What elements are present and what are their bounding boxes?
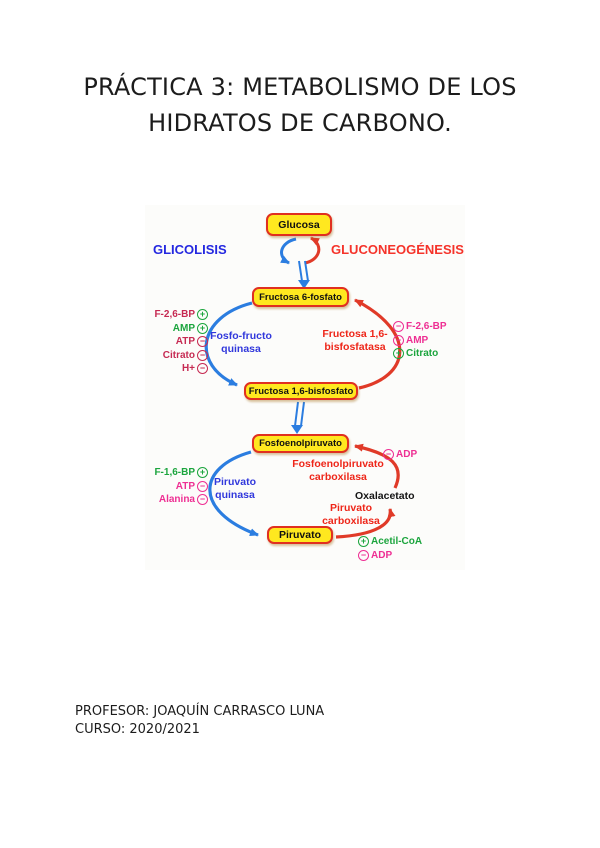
effector-row: H+ − [145, 362, 208, 376]
metabolite-box-fructosa-6-fosfato: Fructosa 6-fosfato [252, 287, 349, 307]
effector-row: + Citrato [393, 347, 447, 361]
page-title: PRÁCTICA 3: METABOLISMO DE LOS HIDRATOS … [0, 70, 600, 141]
plus-circle-icon: + [393, 348, 404, 360]
effector-row: F-1,6-BP + [145, 466, 208, 480]
metabolite-box-glucosa: Glucosa [266, 213, 332, 236]
page-title-line1: PRÁCTICA 3: METABOLISMO DE LOS [83, 73, 517, 101]
effector-label: Alanina [158, 494, 195, 506]
plus-circle-icon: + [197, 309, 208, 321]
minus-circle-icon: − [197, 494, 208, 506]
effector-row: Alanina − [145, 493, 208, 507]
fbpase-effector-list: − F-2,6-BP − AMP + Citrato [393, 320, 447, 361]
metabolite-box-piruvato: Piruvato [267, 526, 333, 544]
pathway-label-glicolisis: GLICOLISIS [153, 242, 227, 257]
minus-circle-icon: − [197, 336, 208, 348]
piruvato-to-oxalacetato-red-arc [335, 508, 396, 539]
f16bp-to-pep-arrowhead [291, 425, 303, 434]
enzyme-label-fosfofructo-quinasa: Fosfo-fructo quinasa [210, 330, 272, 355]
minus-circle-icon: − [383, 449, 394, 461]
effector-label: ATP [175, 336, 195, 348]
pepck-effector-list: − ADP [383, 448, 417, 462]
minus-circle-icon: − [197, 480, 208, 492]
minus-circle-icon: − [393, 321, 404, 333]
effector-label: AMP [172, 322, 195, 334]
effector-row: − AMP [393, 334, 447, 348]
effector-label: F-2,6-BP [154, 309, 195, 321]
page-footer: PROFESOR: JOAQUÍN CARRASCO LUNA CURSO: 2… [75, 703, 324, 738]
glucose-cycle-red-arrow [304, 236, 321, 265]
pk-blue-arc [208, 450, 259, 537]
pk-effector-list: F-1,6-BP + ATP − Alanina − [145, 466, 208, 507]
f16bp-to-pep-arrow-line [294, 401, 299, 427]
effector-row: ATP − [145, 335, 208, 349]
effector-row: Citrato − [145, 349, 208, 363]
effector-label: AMP [406, 334, 429, 346]
effector-row: ATP − [145, 480, 208, 494]
effector-label: F-1,6-BP [154, 467, 195, 479]
effector-label: ADP [371, 549, 393, 561]
effector-row: − F-2,6-BP [393, 320, 447, 334]
effector-label: ATP [175, 480, 195, 492]
minus-circle-icon: − [358, 549, 369, 561]
effector-row: F-2,6-BP + [145, 308, 208, 322]
enzyme-label-fructosa-bisfosfatasa: Fructosa 1,6-bisfosfatasa [322, 328, 388, 353]
footer-course: CURSO: 2020/2021 [75, 721, 200, 737]
enzyme-label-pep-carboxilasa: Fosfoenolpiruvato carboxilasa [292, 458, 384, 483]
footer-professor: PROFESOR: JOAQUÍN CARRASCO LUNA [75, 704, 325, 719]
effector-label: F-2,6-BP [406, 321, 447, 333]
oxalacetato-to-pep-red-arc [354, 443, 400, 489]
pfk-effector-list: F-2,6-BP + AMP + ATP − Citrato − H+ − [145, 308, 208, 376]
f16bp-to-pep-arrow-line [300, 401, 305, 427]
enzyme-label-piruvato-carboxilasa: Piruvato carboxilasa [322, 502, 380, 527]
plus-circle-icon: + [197, 467, 208, 479]
effector-label: Citrato [406, 348, 439, 360]
glucose-to-f6p-arrow-line [304, 260, 309, 282]
effector-row: + Acetil-CoA [358, 535, 422, 549]
page-title-line2: HIDRATOS DE CARBONO. [148, 108, 452, 137]
effector-label: H+ [181, 363, 195, 375]
effector-row: AMP + [145, 322, 208, 336]
effector-row: − ADP [383, 448, 417, 462]
effector-row: − ADP [358, 549, 422, 563]
glucose-cycle-blue-arrow [280, 237, 297, 265]
minus-circle-icon: − [393, 334, 404, 346]
effector-label: ADP [396, 449, 418, 461]
minus-circle-icon: − [197, 363, 208, 375]
minus-circle-icon: − [197, 349, 208, 361]
effector-label: Acetil-CoA [371, 536, 423, 548]
glucose-to-f6p-arrow-line [298, 260, 303, 282]
effector-label: Citrato [162, 349, 195, 361]
pathway-label-gluconeogenesis: GLUCONEOGÉNESIS [331, 242, 464, 257]
pc-effector-list: + Acetil-CoA − ADP [358, 535, 422, 562]
metabolite-label-oxalacetato: Oxalacetato [355, 490, 415, 502]
metabolite-box-fosfoenolpiruvato: Fosfoenolpiruvato [252, 434, 349, 453]
plus-circle-icon: + [358, 536, 369, 548]
enzyme-label-piruvato-quinasa: Piruvato quinasa [213, 476, 256, 501]
glucose-to-f6p-arrowhead [298, 280, 310, 289]
metabolite-box-fructosa-16-bisfosfato: Fructosa 1,6-bisfosfato [244, 382, 358, 400]
metabolic-pathway-diagram: Glucosa GLICOLISIS GLUCONEOGÉNESIS Fruct… [145, 205, 465, 570]
plus-circle-icon: + [197, 322, 208, 334]
